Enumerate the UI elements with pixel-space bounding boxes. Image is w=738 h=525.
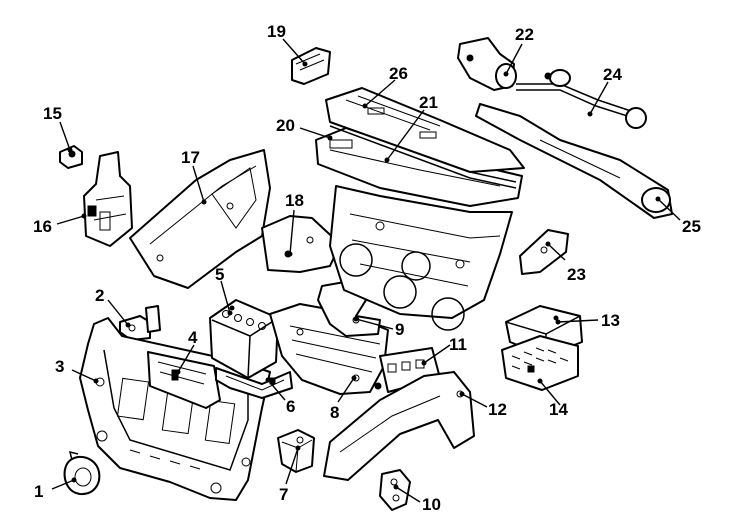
firewall-panel [329, 185, 513, 331]
part-12-side-member [323, 371, 475, 481]
callout-25: 25 [682, 217, 701, 236]
part-19-bracket [291, 47, 331, 85]
part-14-fuse-box [501, 335, 579, 391]
callout-6: 6 [286, 397, 295, 416]
callout-13: 13 [601, 311, 620, 330]
part-23-bracket [519, 229, 569, 275]
part-7-mount [277, 429, 315, 473]
part-2-bracket [119, 305, 161, 341]
part-15-washer-cap [59, 145, 83, 169]
callout-3: 3 [55, 357, 64, 376]
callout-17: 17 [181, 148, 200, 167]
callout-8: 8 [330, 403, 339, 422]
callout-21: 21 [419, 93, 438, 112]
part-10-plate [379, 469, 411, 511]
callout-15: 15 [43, 104, 62, 123]
callout-14: 14 [549, 400, 568, 419]
callout-12: 12 [488, 400, 507, 419]
part-22-wiper-motor [457, 37, 517, 91]
callout-23: 23 [567, 265, 586, 284]
callout-11: 11 [449, 335, 467, 354]
part-1-horn [63, 450, 101, 496]
callout-2: 2 [95, 286, 104, 305]
callout-1: 1 [34, 482, 43, 501]
callout-18: 18 [285, 191, 304, 210]
callout-4: 4 [188, 328, 198, 347]
callout-10: 10 [422, 495, 441, 514]
callout-5: 5 [215, 265, 224, 284]
callout-24: 24 [603, 65, 622, 84]
part-17-fender-apron [129, 149, 271, 289]
part-16-washer-reservoir [83, 151, 133, 247]
callout-9: 9 [395, 320, 404, 339]
callout-19: 19 [267, 22, 286, 41]
callout-20: 20 [276, 116, 295, 135]
part-25-cross-bar [475, 103, 673, 219]
part-5-battery [209, 299, 279, 379]
callout-26: 26 [389, 64, 408, 83]
callout-labels: 1 2 3 4 5 6 7 8 9 10 11 12 13 14 15 16 1… [33, 22, 701, 514]
callout-16: 16 [33, 217, 52, 236]
leader-lines [51, 38, 681, 503]
callout-22: 22 [515, 25, 534, 44]
part-4-support-bar [147, 351, 221, 409]
part-24-wiper-linkage [516, 69, 647, 129]
callout-7: 7 [279, 485, 288, 504]
part-18-inner-apron [261, 215, 341, 273]
